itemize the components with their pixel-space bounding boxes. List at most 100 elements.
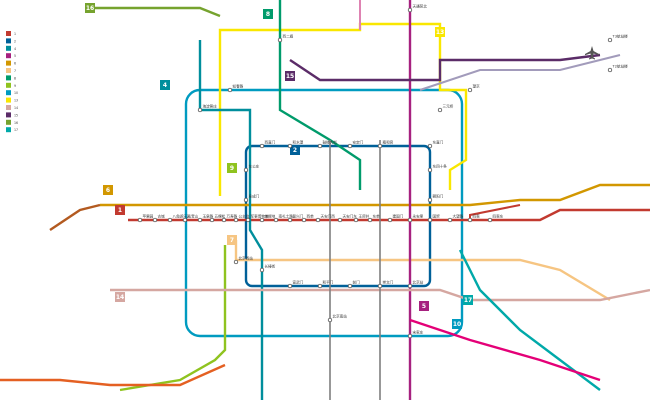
svg-text:1: 1: [14, 32, 16, 36]
line-badge-4[interactable]: 4: [160, 80, 170, 90]
line-badge-13[interactable]: 13: [435, 27, 445, 37]
station-marker[interactable]: [167, 217, 173, 223]
legend-item: 1: [6, 31, 16, 36]
station-marker[interactable]: [197, 107, 203, 113]
line-4[interactable]: [198, 40, 264, 400]
station-label: 五棵松: [215, 214, 226, 219]
line-6[interactable]: [100, 183, 650, 207]
station-marker[interactable]: [287, 283, 293, 289]
station-marker[interactable]: [427, 197, 433, 203]
station-marker[interactable]: [315, 217, 321, 223]
station-label: 北京南站: [333, 314, 348, 319]
station-marker[interactable]: [337, 217, 343, 223]
station-marker[interactable]: [243, 197, 249, 203]
station-marker[interactable]: [233, 259, 239, 265]
station-marker[interactable]: [447, 217, 453, 223]
line-badge-14[interactable]: 14: [115, 292, 125, 302]
station-label: 鼓楼大街: [323, 140, 338, 145]
station-label: 前门: [353, 280, 361, 285]
line-yizhuang[interactable]: [409, 318, 601, 382]
station-marker[interactable]: [607, 37, 613, 43]
station-label: 和平门: [323, 280, 334, 285]
station-label: 雍和宫: [383, 140, 394, 145]
station-marker[interactable]: [387, 217, 393, 223]
station-marker[interactable]: [137, 217, 143, 223]
station-marker[interactable]: [259, 267, 265, 273]
station-marker[interactable]: [407, 217, 413, 223]
line-16[interactable]: [90, 6, 221, 18]
line-badge-9[interactable]: 9: [227, 163, 237, 173]
line-airport[interactable]: [419, 54, 621, 91]
station-marker[interactable]: [407, 7, 413, 13]
station-marker[interactable]: [152, 217, 158, 223]
station-marker[interactable]: [467, 217, 473, 223]
station-marker[interactable]: [259, 143, 265, 149]
station-marker[interactable]: [277, 37, 283, 43]
station-label: 东直门: [433, 140, 444, 145]
station-marker[interactable]: [607, 67, 613, 73]
station-marker[interactable]: [243, 167, 249, 173]
line-badge-1[interactable]: 1: [115, 205, 125, 215]
station-marker[interactable]: [377, 143, 383, 149]
line-badge-2[interactable]: 2: [290, 145, 300, 155]
line-fangshan[interactable]: [0, 363, 226, 387]
station-marker[interactable]: [367, 217, 373, 223]
station-marker[interactable]: [317, 283, 323, 289]
station-marker[interactable]: [301, 217, 307, 223]
station-marker[interactable]: [287, 143, 293, 149]
line-badge-6[interactable]: 6: [103, 185, 113, 195]
station-marker[interactable]: [427, 217, 433, 223]
svg-text:15: 15: [14, 113, 18, 117]
station-marker[interactable]: [427, 167, 433, 173]
line-badge-7[interactable]: 7: [227, 235, 237, 245]
line-13[interactable]: [218, 22, 468, 196]
line-badge-10[interactable]: 10: [452, 319, 462, 329]
line-badge-17[interactable]: 17: [463, 295, 473, 305]
station-label: 八宝山: [188, 214, 199, 219]
line-10-loop[interactable]: [184, 88, 464, 338]
station-marker[interactable]: [273, 217, 279, 223]
station-label: 天安门西: [321, 214, 336, 219]
station-label: 玉泉路: [203, 214, 214, 219]
station-marker[interactable]: [221, 217, 227, 223]
station-label: 天通苑北: [413, 4, 428, 9]
station-marker[interactable]: [245, 217, 251, 223]
station-label: 车公庄: [249, 164, 260, 169]
station-marker[interactable]: [437, 107, 443, 113]
station-marker[interactable]: [233, 217, 239, 223]
line-badge-8[interactable]: 8: [263, 9, 273, 19]
station-marker[interactable]: [209, 217, 215, 223]
station-marker[interactable]: [377, 283, 383, 289]
line-badge-5[interactable]: 5: [419, 301, 429, 311]
station-marker[interactable]: [197, 217, 203, 223]
station-marker[interactable]: [227, 87, 233, 93]
line-15[interactable]: [289, 53, 601, 82]
svg-text:13: 13: [14, 99, 18, 103]
station-marker[interactable]: [287, 217, 293, 223]
station-marker[interactable]: [487, 217, 493, 223]
station-label: 长椿街: [265, 264, 276, 269]
station-marker[interactable]: [259, 217, 265, 223]
station-label: 朝阳门: [433, 194, 444, 199]
svg-text:9: 9: [14, 84, 16, 88]
station-marker[interactable]: [182, 217, 188, 223]
station-label: 北京站: [413, 280, 424, 285]
station-marker[interactable]: [347, 143, 353, 149]
line-s1[interactable]: [49, 203, 101, 231]
legend-item: 2: [6, 38, 16, 44]
station-label: 安定门: [353, 140, 364, 145]
station-marker[interactable]: [327, 317, 333, 323]
station-label: T3航站楼: [612, 34, 629, 39]
line-badge-16[interactable]: 16: [85, 3, 95, 13]
station-marker[interactable]: [427, 143, 433, 149]
station-label: 崇文门: [383, 280, 394, 285]
station-marker[interactable]: [317, 143, 323, 149]
station-marker[interactable]: [353, 217, 359, 223]
station-marker[interactable]: [347, 283, 353, 289]
station-marker[interactable]: [407, 333, 413, 339]
station-marker[interactable]: [407, 283, 413, 289]
station-marker[interactable]: [467, 87, 473, 93]
line-badge-15[interactable]: 15: [285, 71, 295, 81]
line-14[interactable]: [110, 288, 650, 302]
line-badges: 1 2 4 5 6 7 8 9 10 13 14 15 16 17: [85, 3, 473, 329]
